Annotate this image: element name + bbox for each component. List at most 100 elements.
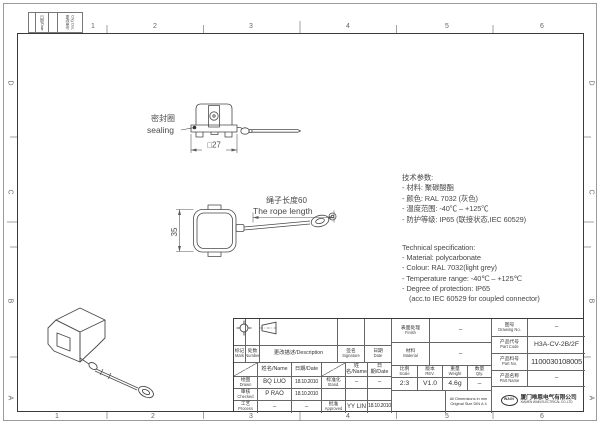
company-cell: WAIN 厦门唯恩电气有限公司 XIAMEN WAIN ELECTRICAL C… [492,387,585,413]
grid-ref: 3 [249,23,253,30]
drawn-name: BQ LUO [258,377,292,389]
revision-corner-table: 日期/Date 更改单号 Chg. Doc. [28,12,83,33]
drawing-no-value: – [528,319,585,337]
spec-cn-item: - 材料: 聚碳酸酯 [402,183,454,193]
stand-name: – [346,377,368,389]
top-view-drawing [180,103,301,138]
rev-value: V1.0 [418,378,443,391]
rev-entry-cell [246,319,260,346]
grid-ref: 5 [445,23,449,30]
qty-value: – [468,378,492,391]
rev-entry-cell [234,319,246,346]
date-column-header: 日期/Date [292,363,322,377]
spec-en-item: - Degree of protection: IP65 [402,283,490,293]
isometric-view-drawing [47,307,154,399]
part-no-value: 1100030108005 [528,354,585,371]
top-view-dimension [190,134,238,153]
name-column-header: 姓名/Name [258,363,292,377]
width-dimension-text: □27 [207,141,221,150]
rev-header-description: 更改描述/Description [260,346,338,363]
scale-value: 2:3 [392,378,418,391]
projection-symbols-cell [236,320,446,413]
diagonal-cell [322,363,346,377]
corner-date-label: 日期/Date [40,14,45,31]
margin-ticks [7,21,594,421]
spec-en-title: Technical specification: [402,243,476,252]
empty-cell [346,389,368,401]
spec-en-item: - Temperature range: -40℃ – +125℃ [402,273,522,283]
corner-cell-empty [29,13,36,32]
corner-chg-en: Chg. Doc. [70,14,76,31]
process-name: – [258,401,292,413]
spec-en-item: (acc.to IEC 60529 for coupled connector) [409,294,540,304]
empty-cell [322,389,346,401]
grid-ref: 1 [91,23,95,30]
rope-length-label-cn: 绳子长度60 [266,195,307,205]
approved-date: 18.10.2010 [368,401,392,413]
approved-name: YY LIN [346,401,368,413]
stand-date: – [368,377,392,389]
dimension-notes: All Dimensions in mm Original Size DIN A… [446,391,492,413]
checked-date: 18.10.2010 [292,389,322,401]
spec-cn-item: - 防护等级: IP65 (联接状态,IEC 60529) [402,214,527,224]
drawn-date: 18.10.2010 [292,377,322,389]
grid-ref: 6 [540,412,544,420]
grid-ref: 6 [540,23,544,30]
grid-ref: 4 [346,23,350,30]
spec-cn-item: - 温度范围: -40℃ – +125℃ [402,204,489,214]
height-dimension-text: 35 [170,227,179,236]
wain-logo: WAIN [500,394,518,406]
grid-ref: 1 [55,412,59,420]
front-view-dimensions [176,209,335,252]
date-column-header: 日期/Date [368,363,392,377]
company-name-en: XIAMEN WAIN ELECTRICAL CO.,LTD [520,400,573,405]
part-name-value: – [528,371,585,387]
part-code-value: H3A-CV-2B/2F [528,337,585,354]
spec-cn-title: 技术参数: [402,173,434,182]
spec-en-item: - Material: polycarbonate [402,253,481,263]
grid-ref: 3 [249,412,253,420]
weight-value: 4.6g [443,378,468,391]
front-view-drawing [193,204,337,257]
corner-cell-date: 日期/Date [36,13,49,32]
grid-ref: 2 [151,412,155,420]
rope-length-label-en: The rope length [253,206,313,216]
corner-chg-cn: 更改单号 [65,15,71,30]
grid-ref: 2 [153,23,157,30]
grid-ref: 5 [445,412,449,420]
rev-entry-cell [260,319,338,346]
checked-name: P RAO [258,389,292,401]
technical-spec-cn: 技术参数: - 材料: 聚碳酸酯 - 颜色: RAL 7032 (灰色) - 温… [402,173,592,225]
diagonal-cell [234,363,258,377]
process-date: – [292,401,322,413]
sealing-label-cn: 密封圈 [151,113,175,123]
name-column-header: 姓名/Name [346,363,368,377]
technical-spec-en: Technical specification: - Material: pol… [402,243,592,304]
sealing-label-en: sealing [147,125,174,135]
dims-note: All Dimensions in mm [449,396,488,402]
rev-entry-cell [365,319,392,346]
